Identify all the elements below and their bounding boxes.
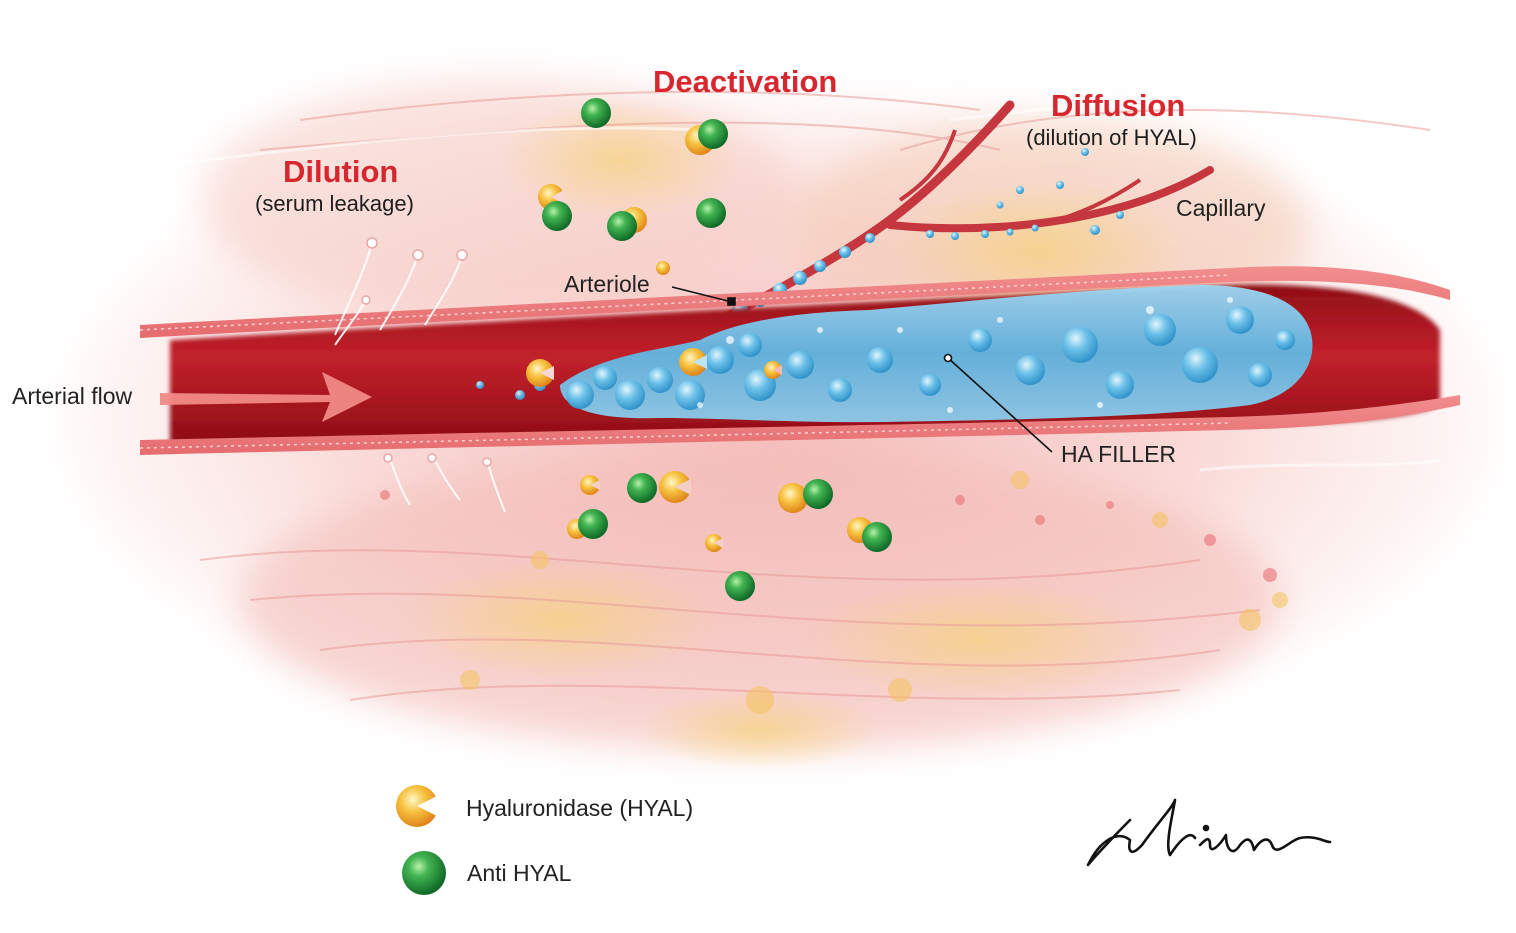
- hyal-marker: [679, 348, 707, 376]
- leader-lines: [671, 286, 1053, 453]
- hyal-marker: [656, 261, 670, 275]
- anti-hyal-marker: [862, 522, 892, 552]
- hyal-marker: [659, 471, 691, 503]
- diffusion-label: Diffusion: [1051, 88, 1186, 123]
- anti-hyal-marker: [725, 571, 755, 601]
- anti-hyal-marker: [581, 98, 611, 128]
- anti-hyal-marker: [627, 473, 657, 503]
- flow-arrow: [160, 372, 372, 422]
- dilution-label: Dilution: [283, 154, 399, 189]
- ha-filler-label: HA FILLER: [1061, 441, 1177, 467]
- deactivation-label: Deactivation: [653, 64, 838, 99]
- anti-hyal-markers: [542, 98, 892, 601]
- anti-hyal-marker: [542, 201, 572, 231]
- legend-anti-hyal-label: Anti HYAL: [467, 860, 572, 886]
- hyal-marker: [764, 361, 782, 379]
- legend-anti-hyal-icon: [402, 851, 446, 895]
- hyal-marker: [526, 359, 554, 387]
- arteriole-label: Arteriole: [564, 271, 650, 297]
- dilution-sub-label: (serum leakage): [255, 191, 414, 216]
- legend-hyal-icon: [396, 785, 439, 827]
- hyal-marker: [580, 475, 600, 495]
- signature: [1086, 798, 1332, 867]
- capillary-label: Capillary: [1176, 195, 1266, 221]
- hyaluronidase-markers: [526, 125, 873, 552]
- anti-hyal-marker: [607, 211, 637, 241]
- artery: [139, 266, 1460, 455]
- anti-hyal-marker: [803, 479, 833, 509]
- diffusion-sub-label: (dilution of HYAL): [1026, 125, 1197, 150]
- hyal-marker: [705, 534, 723, 552]
- hyal-marker: [778, 483, 808, 513]
- anti-hyal-marker: [578, 509, 608, 539]
- legend-hyal-label: Hyaluronidase (HYAL): [466, 795, 694, 821]
- anti-hyal-marker: [698, 119, 728, 149]
- arterial-flow-label: Arterial flow: [12, 383, 133, 409]
- anti-hyal-marker: [696, 198, 726, 228]
